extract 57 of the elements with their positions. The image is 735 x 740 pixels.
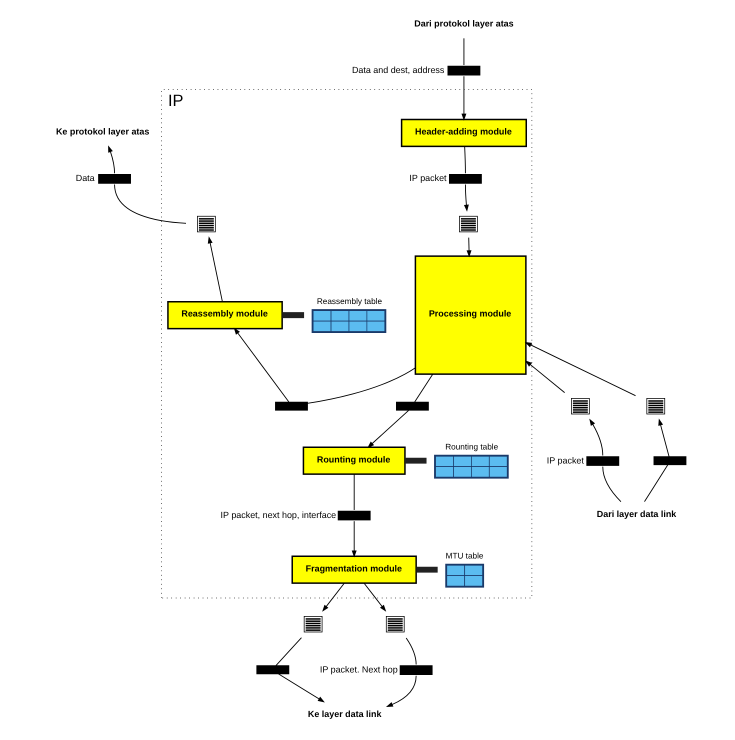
connector [404,458,426,464]
arrow [463,184,468,212]
arrow [524,342,636,396]
connector [414,374,433,402]
node-bar [396,402,428,411]
connector [602,466,621,502]
node-box: Header-adding module [400,118,526,148]
arrow [363,582,386,612]
arrow [207,236,222,302]
node-bar [586,456,619,466]
node-bar [447,66,480,76]
arrow [460,76,466,121]
node-bar [98,174,130,184]
node-label: IP packet [546,455,584,466]
connector [306,367,416,404]
arrow [366,410,409,448]
connector [416,566,438,573]
node-label: Data and dest, address [351,64,444,75]
node-label: IP packet [408,173,446,184]
node-label: MTU table [445,551,483,560]
connector [462,38,464,66]
arrow [108,145,114,174]
node-bar [274,402,308,411]
arrow [524,360,565,394]
connector [353,474,354,510]
connector [275,637,302,666]
node-label: Data [75,173,94,184]
arrow [466,237,471,258]
node-text: Ke layer data link [307,708,381,719]
node-label: Rounting table [444,442,498,452]
node-text: Dari layer data link [596,508,676,519]
node-box: Processing module [414,255,526,375]
arrow [233,328,289,402]
arrow [351,520,356,558]
connector [282,312,304,318]
arrow [322,582,344,612]
arrow [385,675,416,707]
connector [464,146,466,174]
arrow [658,418,669,458]
connector [114,184,186,224]
node-bar [653,456,686,466]
node-box: Rounting module [302,446,406,475]
arrow [278,673,324,702]
connector [405,638,416,665]
node-label: IP packet. Next hop [319,664,398,674]
arrow [588,418,603,456]
node-text: Dari protokol layer atas [414,18,514,28]
node-box: Reassembly module [166,300,282,330]
node-bar [256,665,289,674]
node-text: Ke protokol layer atas [55,126,149,137]
node-label: IP packet, next hop, interface [220,510,336,520]
node-bar [448,174,482,184]
node-bar [399,665,432,675]
node-box: Fragmentation module [290,556,416,584]
connector [644,464,668,502]
node-bar [337,510,370,520]
node-label: Reassembly table [316,296,382,306]
